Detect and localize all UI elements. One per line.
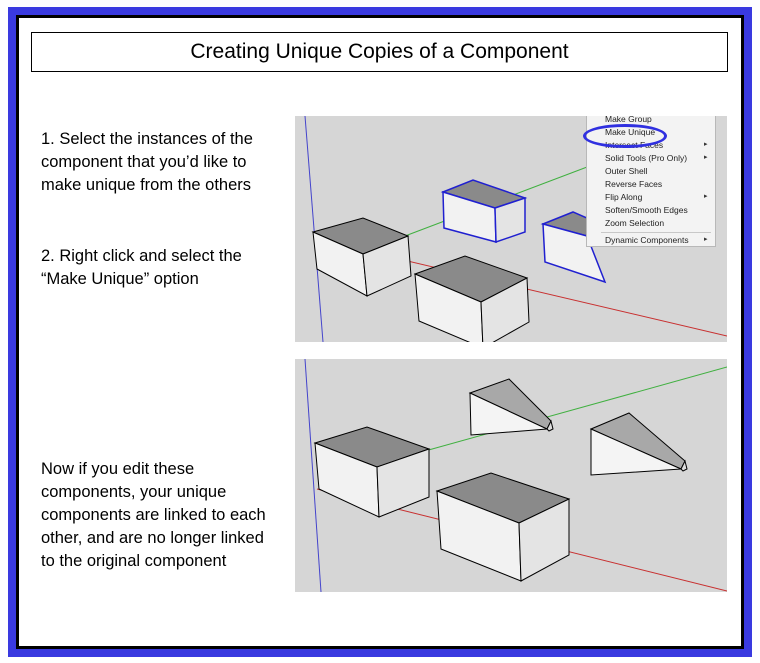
make-unique-highlight-circle xyxy=(583,124,667,148)
menu-item-dynamic-components[interactable]: Dynamic Components xyxy=(605,235,689,245)
step-3-text: Now if you edit these components, your u… xyxy=(41,460,266,570)
slide: Creating Unique Copies of a Component 1.… xyxy=(19,18,741,646)
menu-item-outer-shell[interactable]: Outer Shell xyxy=(605,166,648,176)
component-box-original[interactable] xyxy=(313,426,431,518)
menu-item-make-group[interactable]: Make Group xyxy=(605,116,652,124)
submenu-arrow-icon: ▸ xyxy=(704,193,708,200)
submenu-arrow-icon: ▸ xyxy=(704,154,708,161)
component-box-selected-1[interactable] xyxy=(440,179,528,244)
viewport-scene-bottom xyxy=(304,359,727,592)
menu-item-reverse-faces[interactable]: Reverse Faces xyxy=(605,179,663,189)
component-box-original[interactable] xyxy=(311,217,412,297)
menu-separator xyxy=(601,232,711,233)
blue-axis xyxy=(304,116,324,342)
submenu-arrow-icon: ▸ xyxy=(704,141,708,148)
sketchup-viewport-top[interactable]: Make Group Make Unique Intersect Faces ▸… xyxy=(295,116,727,342)
submenu-arrow-icon: ▸ xyxy=(704,236,708,243)
menu-item-soften-smooth-edges[interactable]: Soften/Smooth Edges xyxy=(605,205,688,215)
slide-title: Creating Unique Copies of a Component xyxy=(31,32,728,72)
menu-item-flip-along[interactable]: Flip Along xyxy=(605,192,643,202)
slide-frame: Creating Unique Copies of a Component 1.… xyxy=(8,7,752,657)
blue-axis xyxy=(304,359,322,592)
slide-frame-inner: Creating Unique Copies of a Component 1.… xyxy=(16,15,744,649)
green-axis xyxy=(424,366,727,452)
step-1-text: 1. Select the instances of the component… xyxy=(41,130,253,194)
step-2-text: 2. Right click and select the “Make Uniq… xyxy=(41,247,242,288)
menu-item-solid-tools[interactable]: Solid Tools (Pro Only) xyxy=(605,153,688,163)
sketchup-viewport-bottom[interactable] xyxy=(295,359,727,592)
unique-component-wedge-2[interactable] xyxy=(589,412,688,476)
unique-component-wedge-1[interactable] xyxy=(468,378,554,436)
component-box-front[interactable] xyxy=(435,472,571,582)
menu-item-zoom-selection[interactable]: Zoom Selection xyxy=(605,218,665,228)
component-box-front[interactable] xyxy=(413,255,530,342)
